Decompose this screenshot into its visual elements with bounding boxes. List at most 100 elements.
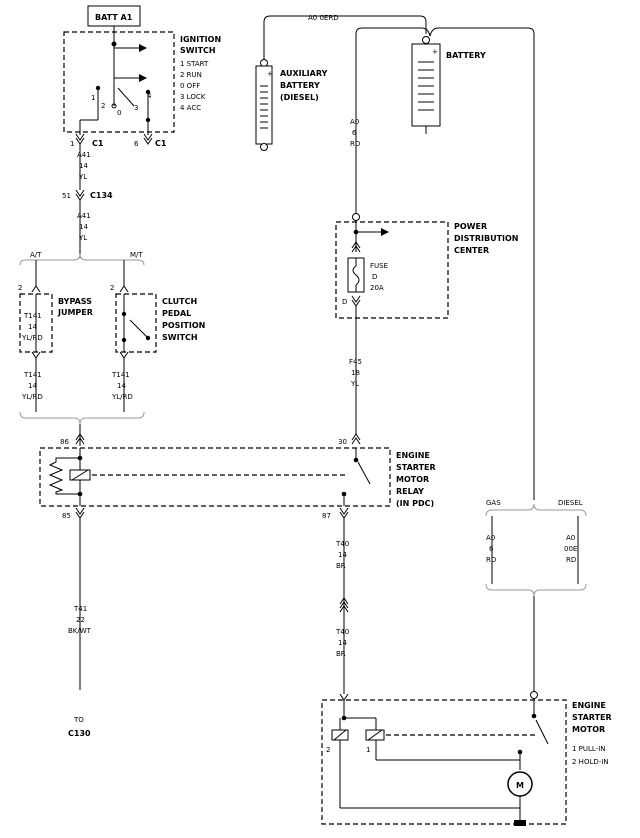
bypass-wire-gauge: 14 <box>28 323 37 331</box>
pdc-pin: D <box>342 298 347 306</box>
aux-battery-title-1: AUXILIARY <box>280 69 328 78</box>
bypass-pin: 2 <box>18 284 22 292</box>
gas-wire-gauge: 6 <box>489 545 494 553</box>
a41-bottom-name: A41 <box>77 212 91 220</box>
ignition-switch: 1 2 0 3 4 IGNITION SWITCH 1 START 2 RUN … <box>63 31 221 148</box>
a0-red-name: A0 <box>350 118 359 126</box>
starter-relay: 86 30 85 87 ENGINE STARTER MOTOR RELAY (… <box>39 433 436 520</box>
ignition-title-2: SWITCH <box>180 46 216 55</box>
clutch-pin: 2 <box>110 284 114 292</box>
motor-pin-1: 1 <box>366 746 370 754</box>
a41-bottom-gauge: 14 <box>79 223 88 231</box>
c1-left-label: C1 <box>92 139 104 148</box>
t141-left-name: T141 <box>23 371 42 379</box>
t40a-name: T40 <box>335 540 349 548</box>
ign-pos-acc: 4 ACC <box>180 104 201 112</box>
a41-top-gauge: 14 <box>79 162 88 170</box>
t40b-name: T40 <box>335 628 349 636</box>
starter-motor: 2 1 M ENGINE STARTER MOTOR 1 PULL-IN 2 H… <box>321 691 612 826</box>
clutch-title-1: CLUTCH <box>162 297 197 306</box>
bypass-jumper: 2 T141 14 YL/RD BYPASS JUMPER <box>18 284 93 359</box>
aux-battery-title-3: (DIESEL) <box>280 93 319 102</box>
pdc-title-1: POWER <box>454 222 487 231</box>
gas-wire-name: A0 <box>486 534 495 542</box>
t40b-gauge: 14 <box>338 639 347 647</box>
motor-mode-pull-in: 1 PULL-IN <box>572 745 606 753</box>
bypass-wire-name: T141 <box>23 312 42 320</box>
a41-top-name: A41 <box>77 151 91 159</box>
c1-right-pin: 6 <box>134 140 139 148</box>
to-c130-conn: C130 <box>68 729 91 738</box>
t40a-color: BR <box>336 562 346 570</box>
bypass-wire-color: YL/RD <box>21 334 43 342</box>
aux-battery-plus-sign: + <box>267 70 273 78</box>
bypass-title-1: BYPASS <box>58 297 92 306</box>
t40a-gauge: 14 <box>338 551 347 559</box>
split-at: A/T <box>30 251 42 259</box>
clutch-title-2: PEDAL <box>162 309 191 318</box>
motor-title-1: ENGINE <box>572 701 606 710</box>
motor-pin-2: 2 <box>326 746 330 754</box>
t141-right-color: YL/RD <box>111 393 133 401</box>
relay-pin-85: 85 <box>62 512 71 520</box>
fuse-rating: 20A <box>370 284 384 292</box>
ign-pos-lock: 3 LOCK <box>180 93 206 101</box>
relay-title-1: ENGINE <box>396 451 430 460</box>
ign-pin-2: 2 <box>101 102 105 110</box>
split-mt: M/T <box>130 251 143 259</box>
a0-top-label: A0 0ERD <box>308 14 339 22</box>
t41-name: T41 <box>73 605 87 613</box>
ign-pos-off: 0 OFF <box>180 82 200 90</box>
ign-pos-run: 2 RUN <box>180 71 202 79</box>
ign-pin-1: 1 <box>91 94 95 102</box>
relay-pin-30: 30 <box>338 438 347 446</box>
c134-pin: 51 <box>62 192 71 200</box>
f45-name: F45 <box>349 358 362 366</box>
battery-plus-sign: + <box>432 48 438 56</box>
motor-title-3: MOTOR <box>572 725 605 734</box>
a0-red-color: RD <box>350 140 360 148</box>
a0-red-gauge: 6 <box>352 129 357 137</box>
gas-label: GAS <box>486 499 501 507</box>
relay-title-4: RELAY <box>396 487 424 496</box>
aux-battery-title-2: BATTERY <box>280 81 320 90</box>
clutch-pedal-switch: 2 CLUTCH PEDAL POSITION SWITCH <box>110 284 205 359</box>
diesel-label: DIESEL <box>558 499 583 507</box>
c1-right-label: C1 <box>155 139 167 148</box>
relay-pin-86: 86 <box>60 438 69 446</box>
bypass-title-2: JUMPER <box>57 308 93 317</box>
relay-title-5: (IN PDC) <box>396 499 434 508</box>
t41-color: BK/WT <box>68 627 92 635</box>
to-c130-to: TO <box>73 716 84 724</box>
pdc-title-3: CENTER <box>454 246 489 255</box>
clutch-title-4: SWITCH <box>162 333 198 342</box>
c134-label: C134 <box>90 191 113 200</box>
power-distribution-center: D FUSE D 20A POWER DISTRIBUTION CENTER <box>335 213 519 319</box>
batt-a1-block: BATT A1 <box>87 5 141 35</box>
f45-gauge: 18 <box>351 369 360 377</box>
t141-right-gauge: 14 <box>117 382 126 390</box>
fuse-label: FUSE <box>370 262 388 270</box>
relay-pin-87: 87 <box>322 512 331 520</box>
a41-bottom-color: YL <box>78 234 87 242</box>
battery-title: BATTERY <box>446 51 486 60</box>
diesel-wire-name: A0 <box>566 534 575 542</box>
c134-connector: 51 C134 <box>62 189 113 201</box>
main-battery: + BATTERY <box>411 43 486 134</box>
ignition-title-1: IGNITION <box>180 35 221 44</box>
relay-title-3: MOTOR <box>396 475 429 484</box>
auxiliary-battery: + AUXILIARY BATTERY (DIESEL) <box>255 59 328 151</box>
batt-a1-label: BATT A1 <box>95 13 133 22</box>
t40b-color: BR <box>336 650 346 658</box>
diesel-wire-color: RD <box>566 556 576 564</box>
motor-symbol-label: M <box>516 781 524 790</box>
motor-mode-hold-in: 2 HOLD-IN <box>572 758 609 766</box>
t141-left-color: YL/RD <box>21 393 43 401</box>
relay-title-2: STARTER <box>396 463 436 472</box>
a41-top-color: YL <box>78 173 87 181</box>
f45-color: YL <box>350 380 359 388</box>
fuse-id: D <box>372 273 377 281</box>
ign-pin-4: 4 <box>147 92 152 100</box>
clutch-title-3: POSITION <box>162 321 205 330</box>
